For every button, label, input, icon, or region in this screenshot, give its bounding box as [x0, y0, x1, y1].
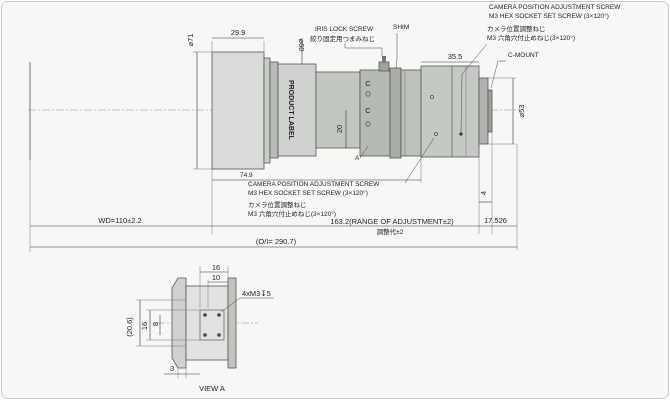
view-dim-10: 10: [212, 273, 220, 282]
screw-hole-icon: [365, 91, 371, 97]
lens-side-view: C C PRODUCT LABEL: [28, 51, 520, 170]
view-a-label: VIEW A: [199, 384, 225, 393]
view-a-hole-pattern: [199, 309, 225, 341]
camera-adj-top-label: M3 HEX SOCKET SET SCREW (3×120°): [489, 12, 609, 20]
drawing-panel: [1, 1, 669, 399]
shim-leader: [395, 33, 398, 69]
c-mount-thread: [487, 89, 493, 133]
front-barrel-step: [269, 61, 279, 159]
hole-icon: [217, 333, 221, 337]
dim-wd: WD=110±2.2: [98, 216, 141, 225]
view-a-plate: [227, 277, 237, 369]
dim-body-diameter: ⌀60: [297, 39, 306, 52]
screw-hole-icon: [434, 132, 438, 136]
camera-adj-bottom-label: CAMERA POSITION ADJUSTMENT SCREW: [248, 181, 380, 188]
iris-lock-screw-head: [378, 61, 390, 72]
dim-front-diameter: ⌀71: [186, 34, 195, 47]
iris-lock-screw-label-jp: 絞り固定用つまみねじ: [310, 34, 375, 43]
view-dim-16: 16: [212, 263, 220, 272]
front-barrel: [211, 51, 265, 170]
dim-flange-4: 4: [479, 191, 488, 195]
adjust-ring: [400, 69, 422, 157]
hole-callout: 4xM3↧5: [242, 289, 271, 298]
dim-back-focus: 17.526: [484, 216, 507, 225]
view-a: 16 10 4xM3↧5 (20.6) 16 8 3 VIEW A: [125, 263, 274, 393]
dim-mount-diameter: ⌀53: [517, 105, 526, 118]
dim-rear-length: 35.5: [448, 52, 463, 61]
dim-74-9: 74.9: [240, 172, 253, 179]
camera-adj-top-label: CAMERA POSITION ADJUSTMENT SCREW: [489, 4, 621, 11]
hole-icon: [217, 313, 221, 317]
product-label-text: PRODUCT LABEL: [287, 80, 294, 141]
screw-hole-icon: [459, 132, 463, 136]
shim-label: SHIM: [393, 24, 409, 31]
c-mount-label: C-MOUNT: [508, 52, 539, 59]
hole-icon: [203, 333, 207, 337]
camera-adj-top-label-jp: M3 六角穴付止めねじ(3×120°): [487, 33, 575, 42]
camera-adj-bottom-leader: [404, 137, 435, 184]
view-dim-3: 3: [170, 364, 174, 373]
mount-step: [478, 77, 489, 145]
camera-adj-top-leader: [460, 43, 488, 133]
screw-hole-icon: [430, 95, 434, 99]
camera-adj-top-label-jp: カメラ位置調整ねじ: [487, 24, 546, 33]
section-mark: A: [355, 155, 360, 162]
lens-mark-c: C: [365, 79, 371, 88]
screw-hole-icon: [365, 121, 371, 127]
rear-body: [420, 65, 480, 158]
hole-callout-leader: [220, 297, 274, 313]
shim-ring: [389, 67, 402, 159]
camera-adj-bottom-label-jp: M3 六角穴付止めねじ(3×120°): [248, 209, 336, 218]
c-mount-leader: [490, 60, 506, 89]
dim-adjustment: 163.2(RANGE OF ADJUSTMENT±2): [330, 217, 454, 226]
view-dim-16-side: 16: [140, 322, 149, 330]
dim-adjustment-jp: 調整代±2: [377, 227, 404, 236]
section-leader: [359, 145, 369, 159]
view-a-flange: [171, 277, 187, 369]
dimensions: ⌀71 29.9 ⌀60 20 35.5 ⌀53 74.9 4: [29, 28, 526, 252]
iris-lock-leader: [344, 43, 383, 56]
dim-front-length: 29.9: [231, 28, 246, 37]
dim-offset-20: 20: [335, 125, 344, 133]
camera-adj-bottom-label: M3 HEX SOCKET SET SCREW (3×120°): [248, 189, 368, 197]
front-barrel-ring: [263, 57, 271, 164]
label-section: [277, 63, 317, 157]
view-dim-8: 8: [151, 322, 160, 326]
view-dim-20-6: (20.6): [125, 317, 134, 337]
hole-icon: [203, 313, 207, 317]
view-a-body: [185, 285, 229, 361]
callouts: IRIS LOCK SCREW 絞り固定用つまみねじ SHIM CAMERA P…: [248, 4, 621, 218]
dim-overall: (O/I= 290.7): [256, 237, 297, 246]
iris-lock-screw-stem: [382, 56, 386, 62]
lens-mark-c: C: [365, 106, 371, 115]
iris-lock-screw-label: IRIS LOCK SCREW: [315, 26, 374, 33]
mid-body: [315, 71, 361, 149]
camera-adj-bottom-label-jp: カメラ位置調整ねじ: [248, 200, 307, 209]
